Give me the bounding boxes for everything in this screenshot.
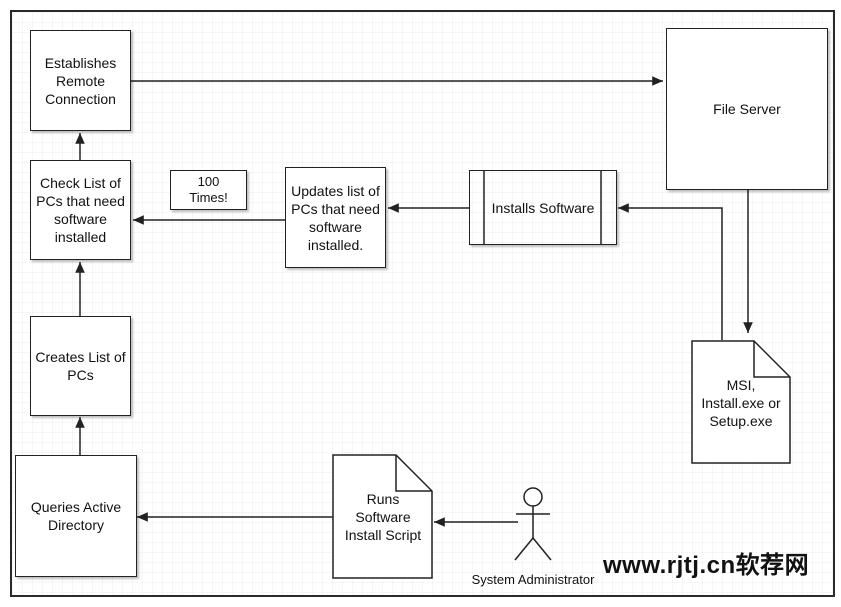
- script-document-label: Runs Software Install Script: [344, 491, 422, 543]
- node-check-list: Check List of PCs that need software ins…: [30, 160, 131, 260]
- node-label: Creates List of PCs: [35, 349, 126, 383]
- node-creates-list: Creates List of PCs: [30, 316, 131, 416]
- actor-label: System Administrator: [471, 572, 595, 587]
- node-label: Updates list of PCs that need software i…: [291, 182, 380, 253]
- node-label: Establishes Remote Connection: [44, 54, 117, 107]
- node-label: File Server: [713, 101, 781, 117]
- node-file-server: File Server: [666, 28, 828, 190]
- node-label: Installs Software: [491, 199, 595, 216]
- system-administrator-actor: [514, 487, 552, 561]
- node-queries-active-directory: Queries Active Directory: [15, 455, 137, 577]
- node-label: Check List of PCs that need software ins…: [36, 175, 125, 245]
- annotation-label: 100 Times!: [189, 174, 228, 205]
- node-updates-list: Updates list of PCs that need software i…: [285, 167, 386, 268]
- annotation-100-times: 100 Times!: [170, 170, 247, 210]
- script-document-shape: [332, 454, 433, 579]
- msi-document-label: MSI, Install.exe or Setup.exe: [701, 377, 781, 429]
- edge-msi-to-installs: [618, 203, 723, 340]
- node-installs-software: Installs Software: [469, 170, 617, 245]
- msi-document-shape: [691, 340, 791, 464]
- node-establishes-remote-connection: Establishes Remote Connection: [30, 30, 131, 131]
- watermark-text: www.rjtj.cn软荐网: [603, 552, 810, 579]
- node-label: Queries Active Directory: [30, 499, 122, 533]
